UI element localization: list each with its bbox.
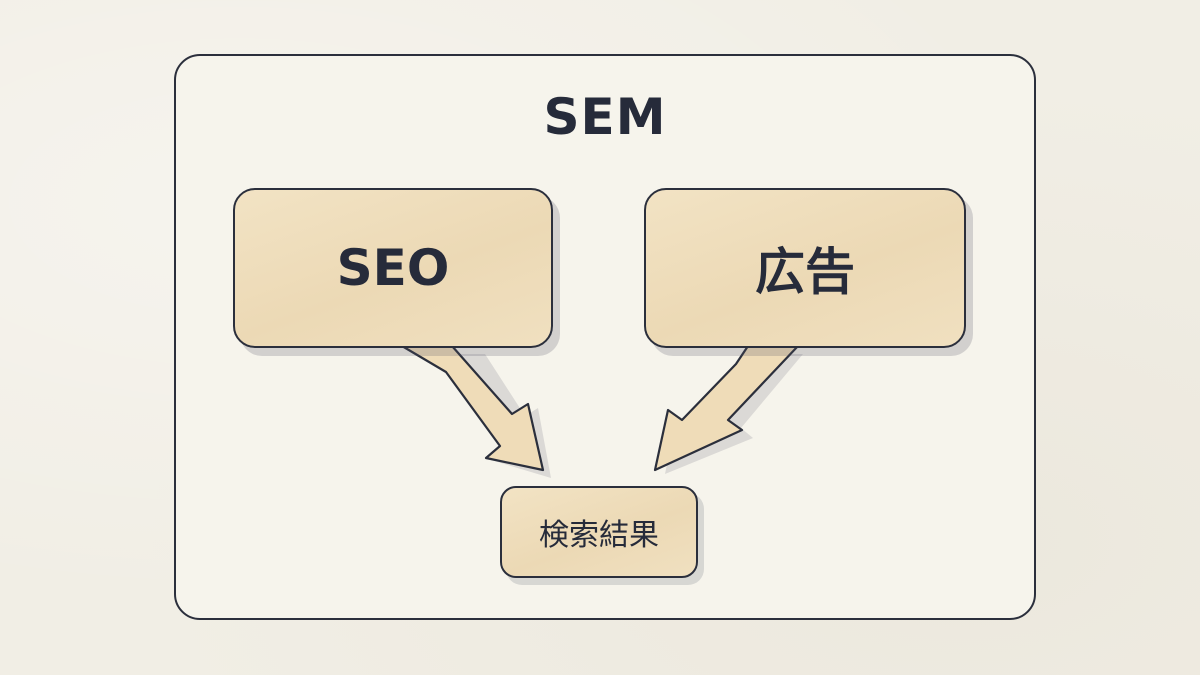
node-ads: 広告 [644,188,966,348]
arrow-seo-to-results [400,344,545,472]
sem-label: SEM [543,88,667,146]
arrow-ads-to-results [653,344,800,472]
node-search-results: 検索結果 [500,486,698,578]
node-seo: SEO [233,188,553,348]
